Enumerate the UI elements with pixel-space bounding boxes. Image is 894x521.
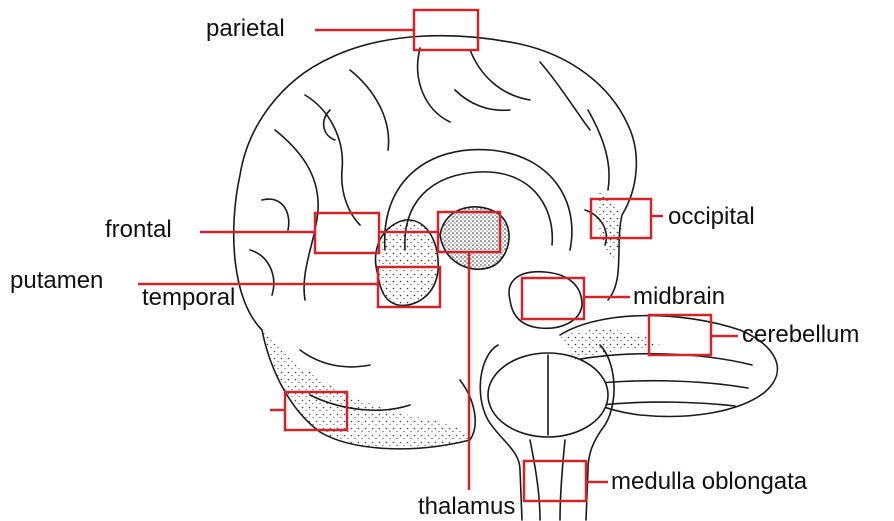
label-frontal: frontal	[105, 218, 172, 242]
medulla-box	[524, 461, 586, 501]
label-temporal: temporal	[142, 286, 235, 310]
label-putamen: putamen	[10, 269, 103, 293]
label-medulla-oblongata: medulla oblongata	[611, 470, 807, 494]
label-midbrain: midbrain	[633, 285, 725, 309]
label-thalamus: thalamus	[418, 495, 515, 519]
label-occipital: occipital	[668, 205, 755, 229]
label-parietal: parietal	[206, 17, 285, 41]
brain-outline	[234, 36, 778, 520]
label-cerebellum: cerebellum	[742, 323, 859, 347]
